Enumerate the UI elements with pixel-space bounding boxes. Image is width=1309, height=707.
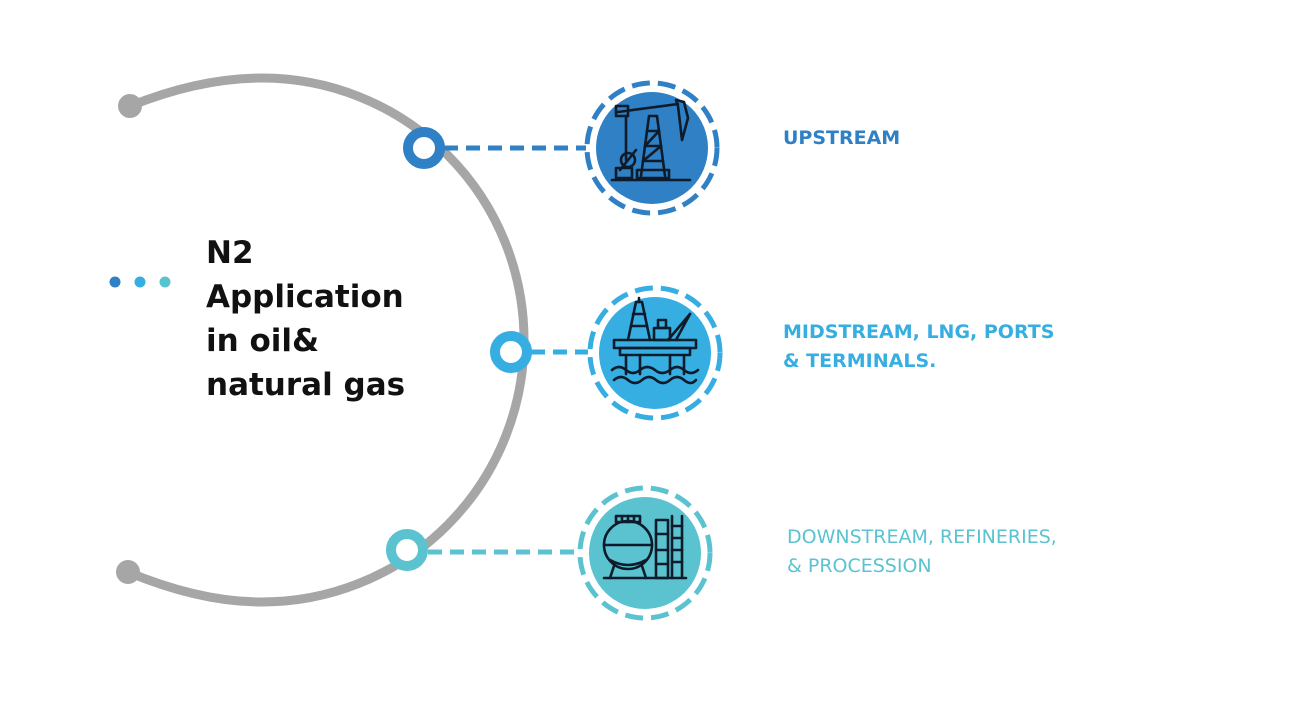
node-upstream (403, 127, 445, 169)
badge-ring-midstream (587, 285, 723, 421)
oil-pumpjack-derrick-icon (610, 98, 692, 182)
badge-ring-downstream (577, 485, 713, 621)
label-midstream-line-1: MIDSTREAM, LNG, PORTS (783, 321, 1055, 343)
label-downstream: DOWNSTREAM, REFINERIES, & PROCESSION (787, 523, 1057, 581)
diagram-title: N2 Application in oil& natural gas (206, 231, 466, 407)
node-downstream (386, 529, 428, 571)
arc-end-dot-top (118, 94, 142, 118)
label-upstream: UPSTREAM (783, 124, 900, 153)
item-midstream (490, 285, 723, 421)
badge-upstream (596, 92, 708, 204)
label-midstream: MIDSTREAM, LNG, PORTS & TERMINALS. (783, 318, 1054, 376)
decor-dot-1 (109, 276, 121, 288)
decor-dot-2 (134, 276, 146, 288)
label-downstream-line-1: DOWNSTREAM, REFINERIES, (787, 526, 1057, 548)
node-midstream (490, 331, 532, 373)
title-line-4: natural gas (206, 367, 406, 403)
badge-ring-upstream (584, 80, 720, 216)
badge-midstream (599, 297, 711, 409)
label-midstream-line-2: & TERMINALS. (783, 350, 937, 372)
refinery-tank-icon (602, 514, 688, 580)
title-line-1: N2 (206, 235, 254, 271)
arc-end-dot-bottom (116, 560, 140, 584)
label-upstream-line-1: UPSTREAM (783, 127, 901, 149)
title-line-3: in oil& (206, 323, 320, 359)
item-upstream (403, 80, 720, 216)
label-downstream-line-2: & PROCESSION (787, 555, 932, 577)
offshore-platform-icon (610, 296, 700, 385)
decor-dot-3 (159, 276, 171, 288)
title-line-2: Application (206, 279, 404, 315)
item-downstream (386, 485, 713, 621)
